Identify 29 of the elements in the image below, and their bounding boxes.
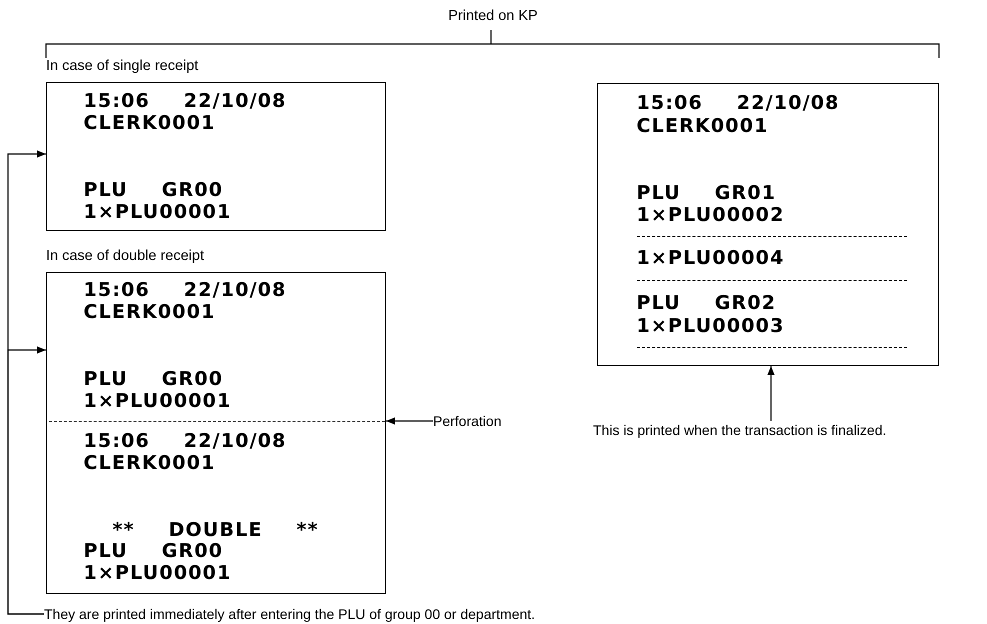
receipt-line: 1×PLU00001 bbox=[84, 390, 232, 412]
receipt-line: PLU GR02 bbox=[636, 292, 776, 314]
receipt-line: CLERK0001 bbox=[84, 452, 216, 474]
receipt-line: CLERK0001 bbox=[84, 112, 216, 134]
receipt-line: PLU GR00 bbox=[84, 540, 224, 562]
receipt-heading: In case of single receipt bbox=[46, 57, 198, 76]
receipt-line: ** DOUBLE ** bbox=[112, 518, 319, 540]
receipt-line: CLERK0001 bbox=[84, 300, 216, 322]
receipt-line: 15:06 22/10/08 bbox=[636, 92, 840, 114]
receipt-line: CLERK0001 bbox=[636, 114, 769, 136]
note-text: Perforation bbox=[433, 412, 502, 430]
note-text: They are printed immediately after entering the PLU of group 00 or department. bbox=[44, 605, 536, 623]
receipt-line: 15:06 22/10/08 bbox=[84, 278, 287, 300]
receipt-line: PLU GR00 bbox=[84, 178, 224, 200]
arrow bbox=[386, 417, 433, 425]
receipt-line: 1×PLU00001 bbox=[84, 200, 232, 222]
receipt-line: 15:06 22/10/08 bbox=[84, 90, 287, 112]
bracket-label: Printed on KP bbox=[447, 8, 539, 24]
receipt-line: PLU GR01 bbox=[636, 182, 776, 204]
receipt-line: 15:06 22/10/08 bbox=[84, 430, 287, 452]
note-text: This is printed when the transaction is finalized. bbox=[593, 421, 886, 439]
receipt-line: 1×PLU00003 bbox=[636, 314, 785, 336]
arrow bbox=[767, 366, 775, 421]
receipt-heading: In case of double receipt bbox=[46, 247, 204, 266]
arrow bbox=[7, 346, 46, 615]
receipt-line: PLU GR00 bbox=[84, 368, 224, 390]
receipt-line: 1×PLU00001 bbox=[84, 562, 232, 584]
receipt-line: 1×PLU00004 bbox=[636, 246, 785, 268]
receipt-line: 1×PLU00002 bbox=[636, 204, 785, 226]
